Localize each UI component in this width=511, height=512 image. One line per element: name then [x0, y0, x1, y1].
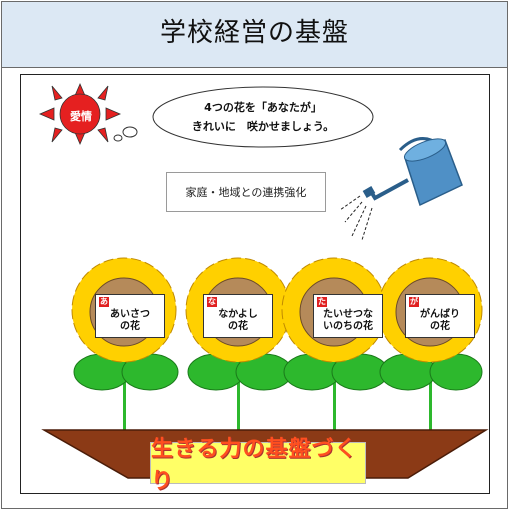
flower-label-line: がんばり — [420, 309, 460, 320]
flower-graphic-2 — [185, 257, 293, 435]
flower-graphic-3 — [281, 257, 389, 435]
sun-label: 愛情 — [70, 110, 92, 123]
cloud-line-2: きれいに 咲かせましょう。 — [191, 120, 335, 133]
flower-label-1: あいさつ の花 — [96, 309, 164, 333]
flower-initial-4: が — [409, 297, 419, 307]
flower-label-4: がんばり の花 — [406, 309, 474, 333]
cloud-message: 4つの花を「あなたが」 きれいに 咲かせましょう。 — [168, 98, 358, 136]
flower-initial-2: な — [207, 297, 217, 307]
flower-card-4: が がんばり の花 — [405, 294, 475, 338]
flower-label-line: たいせつな — [323, 309, 373, 320]
flower-label-line: あいさつ — [110, 309, 150, 320]
partnership-box: 家庭・地域との連携強化 — [166, 172, 326, 212]
flower-label-line: の花 — [228, 321, 248, 332]
flower-graphic-1 — [71, 257, 179, 435]
banner-label: 生きる力の基盤づくり — [151, 437, 358, 494]
flower-label-line: の花 — [120, 321, 140, 332]
flower-label-line: の花 — [430, 321, 450, 332]
flower-card-2: な なかよし の花 — [203, 294, 273, 338]
flower-label-line: なかよし — [218, 309, 258, 320]
watering-can-icon — [339, 137, 463, 241]
sun-icon — [38, 82, 122, 146]
flower-label-3: たいせつな いのちの花 — [314, 309, 382, 333]
flower-initial-1: あ — [99, 297, 109, 307]
flower-graphic-4 — [377, 257, 483, 435]
page-title: 学校経営の基盤 — [159, 18, 349, 48]
header-bar: 学校経営の基盤 — [2, 2, 507, 68]
flower-card-1: あ あいさつ の花 — [95, 294, 165, 338]
foundation-banner: 生きる力の基盤づくり — [150, 437, 366, 494]
speech-cloud — [113, 86, 374, 148]
flower-card-3: た たいせつな いのちの花 — [313, 294, 383, 338]
flower-label-line: いのちの花 — [323, 321, 373, 332]
cloud-line-1: 4つの花を「あなたが」 — [204, 101, 322, 114]
flower-label-2: なかよし の花 — [204, 309, 272, 333]
flower-initial-3: た — [317, 297, 327, 307]
